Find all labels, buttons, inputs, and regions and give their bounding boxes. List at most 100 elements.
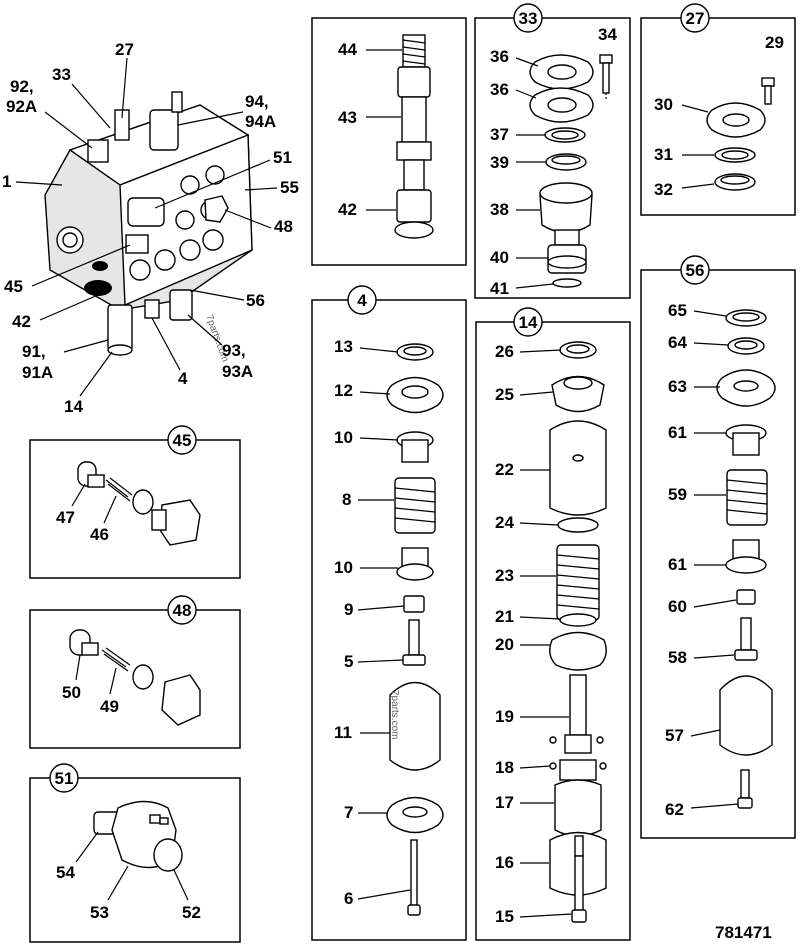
label-65: 65 — [668, 301, 687, 320]
label-61-b: 61 — [668, 555, 687, 574]
label-52: 52 — [182, 903, 201, 922]
label-92a: 92A — [6, 97, 37, 116]
box-56: 56 65 64 63 61 59 61 60 58 57 — [640, 255, 796, 839]
box-4: 4 7parts.com 13 12 10 8 10 9 5 — [311, 285, 467, 941]
label-64: 64 — [668, 333, 687, 352]
box-48-title: 48 — [173, 601, 192, 620]
label-36-b: 36 — [490, 80, 509, 99]
box-56-frame — [640, 269, 796, 839]
label-1: 1 — [2, 172, 11, 191]
label-42-spool: 42 — [338, 200, 357, 219]
label-44: 44 — [338, 40, 357, 59]
label-8: 8 — [342, 490, 351, 509]
label-61-a: 61 — [668, 423, 687, 442]
box-4-frame — [311, 299, 467, 941]
label-10-a: 10 — [334, 428, 353, 447]
label-48: 48 — [274, 217, 293, 236]
label-34: 34 — [598, 25, 617, 44]
box-14-title: 14 — [519, 313, 538, 332]
label-20: 20 — [495, 635, 514, 654]
label-12: 12 — [334, 381, 353, 400]
label-15: 15 — [495, 907, 514, 926]
box-14: 14 26 25 22 24 23 21 — [475, 307, 631, 941]
label-57: 57 — [665, 726, 684, 745]
box-33: 33 34 36 36 37 39 38 40 — [474, 3, 631, 299]
box-33-title: 33 — [519, 9, 538, 28]
label-43: 43 — [338, 108, 357, 127]
spool-box: 44 43 42 — [311, 17, 467, 266]
label-14: 14 — [64, 397, 83, 416]
label-50: 50 — [62, 683, 81, 702]
main-labels: 27 92, 92A 33 94, 94A 1 51 55 48 45 56 4… — [2, 40, 299, 416]
label-47: 47 — [56, 508, 75, 527]
spool-box-frame — [311, 17, 467, 266]
label-45: 45 — [4, 277, 23, 296]
label-21: 21 — [495, 607, 514, 626]
box-4-title: 4 — [357, 291, 367, 310]
label-16: 16 — [495, 853, 514, 872]
box-27-title: 27 — [686, 9, 705, 28]
box-33-frame — [474, 17, 631, 299]
label-7: 7 — [344, 803, 353, 822]
box-45-title: 45 — [173, 431, 192, 450]
label-93: 93, — [222, 341, 246, 360]
box-51: 51 54 53 52 — [29, 763, 241, 943]
label-11: 11 — [334, 723, 352, 742]
label-32: 32 — [654, 180, 673, 199]
label-54: 54 — [56, 863, 75, 882]
box-27: 27 29 30 31 32 — [640, 3, 796, 216]
box-48-frame — [29, 609, 241, 749]
main-valve-assembly: 7parts.com — [44, 91, 253, 364]
label-23: 23 — [495, 566, 514, 585]
label-91a: 91A — [22, 363, 53, 382]
drawing-number: 781471 — [715, 923, 772, 942]
label-27: 27 — [115, 40, 134, 59]
label-10-b: 10 — [334, 558, 353, 577]
label-58: 58 — [668, 648, 687, 667]
box-45-frame — [29, 439, 241, 579]
label-36-a: 36 — [490, 47, 509, 66]
label-26: 26 — [495, 342, 514, 361]
label-33: 33 — [52, 65, 71, 84]
label-56: 56 — [246, 291, 265, 310]
box-48: 48 50 49 — [29, 595, 241, 749]
box-45: 45 47 46 — [29, 425, 241, 579]
label-37: 37 — [490, 125, 509, 144]
label-9: 9 — [344, 600, 353, 619]
label-53: 53 — [90, 903, 109, 922]
watermark-text-2: 7parts.com — [389, 690, 400, 739]
label-29: 29 — [765, 33, 784, 52]
box-51-frame — [29, 777, 241, 943]
label-60: 60 — [668, 597, 687, 616]
label-63: 63 — [668, 377, 687, 396]
label-51: 51 — [273, 148, 292, 167]
box-51-title: 51 — [55, 769, 74, 788]
box-14-frame — [475, 321, 631, 941]
label-6: 6 — [344, 889, 353, 908]
label-25: 25 — [495, 385, 514, 404]
label-38: 38 — [490, 200, 509, 219]
label-59: 59 — [668, 485, 687, 504]
label-46: 46 — [90, 525, 109, 544]
label-22: 22 — [495, 460, 514, 479]
box-27-frame — [640, 17, 796, 216]
box-56-title: 56 — [686, 261, 705, 280]
label-42: 42 — [12, 312, 31, 331]
label-19: 19 — [495, 707, 514, 726]
label-49: 49 — [100, 697, 119, 716]
label-40: 40 — [490, 248, 509, 267]
label-91: 91, — [22, 342, 46, 361]
label-5: 5 — [344, 652, 353, 671]
label-39: 39 — [490, 153, 509, 172]
label-94: 94, — [245, 92, 269, 111]
label-13: 13 — [334, 337, 353, 356]
label-31: 31 — [654, 145, 673, 164]
label-55: 55 — [280, 178, 299, 197]
label-18: 18 — [495, 758, 514, 777]
label-92: 92, — [10, 77, 34, 96]
label-24: 24 — [495, 513, 514, 532]
label-62: 62 — [665, 800, 684, 819]
label-93a: 93A — [222, 362, 253, 381]
label-4: 4 — [178, 369, 188, 388]
